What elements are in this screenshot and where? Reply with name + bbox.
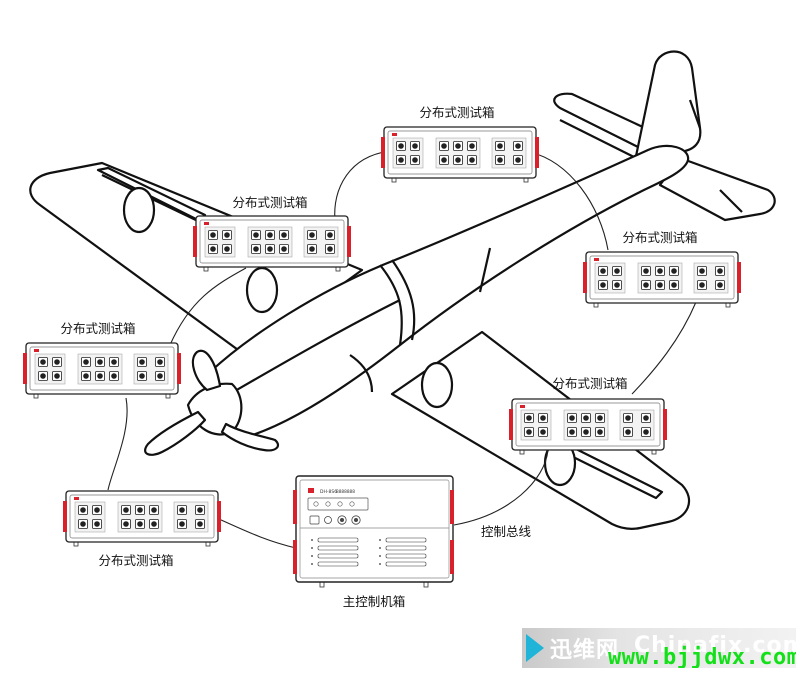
main-box-model-text: DH-8S6 — [320, 489, 337, 495]
test-box-top — [381, 127, 539, 182]
test-box-far-left — [23, 343, 181, 398]
propeller-blade-left — [144, 410, 207, 456]
test-box-mid-right-label: 分布式测试箱 — [552, 376, 627, 391]
watermark-banner: 迅维网 Chinafix.com www.bjjdwx.com — [522, 628, 796, 668]
propeller-blade-right — [220, 422, 280, 452]
main-box-display-text: 8888888 — [336, 489, 355, 495]
left-aileron — [96, 166, 207, 222]
cable-rightbox-to-midright — [631, 301, 697, 395]
propeller-blade-top — [191, 349, 222, 392]
watermark-en-text: Chinafix.com — [634, 633, 796, 658]
watermark-cn-text: 迅维网 — [550, 638, 620, 663]
main-control-box-label: 主控制机箱 — [343, 594, 406, 609]
horizontal-stabilizer-right — [658, 156, 776, 222]
control-bus-label: 控制总线 — [481, 524, 532, 539]
cable-midright-to-main — [453, 449, 549, 526]
test-box-far-left-label: 分布式测试箱 — [60, 321, 135, 336]
test-box-right — [583, 252, 741, 307]
test-box-mid-right — [509, 399, 667, 454]
watermark-arrow-icon — [526, 634, 544, 662]
left-wing-pod-inner — [245, 266, 279, 314]
watermark-url-text: www.bjjdwx.com — [608, 645, 796, 668]
test-box-left — [193, 216, 351, 271]
main-control-box: DH-8S6 8888888 — [293, 475, 454, 588]
cable-farleft-to-bottomleft — [107, 397, 128, 491]
test-box-right-label: 分布式测试箱 — [622, 230, 697, 245]
cable-leftbox-to-farleft — [169, 267, 247, 346]
cable-topbox-to-rightbox — [529, 151, 609, 251]
cable-bottomleft-to-main — [211, 515, 297, 549]
left-wing-pod — [122, 186, 156, 234]
test-box-bottom-left-label: 分布式测试箱 — [98, 553, 173, 568]
right-wing-pod — [420, 361, 454, 409]
test-box-bottom-left — [63, 491, 221, 546]
test-box-left-label: 分布式测试箱 — [232, 195, 307, 210]
test-box-top-label: 分布式测试箱 — [419, 105, 494, 120]
main-box-power-switch — [309, 515, 320, 525]
